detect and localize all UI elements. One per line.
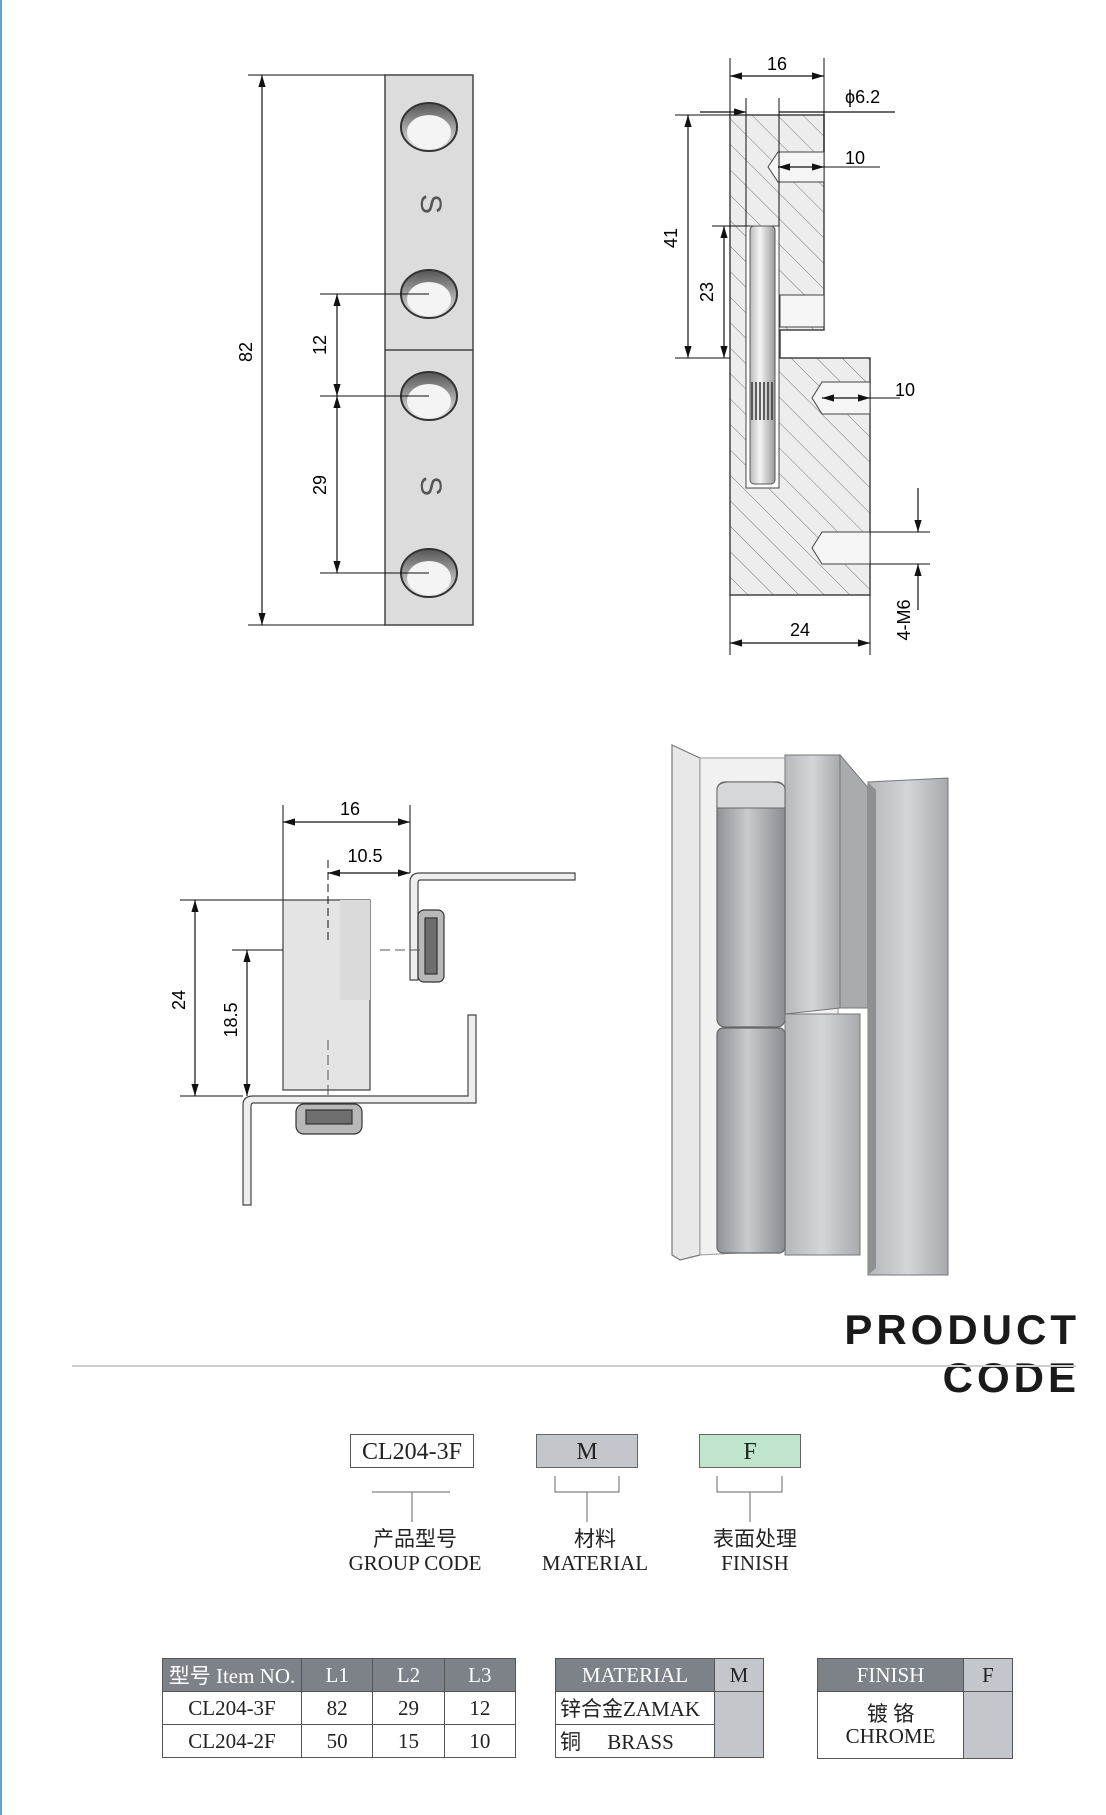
dim-label-10-upper: 10 [845, 148, 865, 168]
dim-label-24-top: 24 [169, 990, 189, 1010]
dim-label-29: 29 [310, 475, 330, 495]
material-code: M [714, 1658, 764, 1692]
dim-label-thread: 4-M6 [894, 599, 914, 640]
dim-label-12: 12 [310, 335, 330, 355]
table-row: 铜 BRASS [555, 1724, 764, 1758]
dim-label-41: 41 [661, 228, 681, 248]
material-table: MATERIAL M 锌合金ZAMAK 铜 BRASS [555, 1658, 764, 1758]
col-header-l3: L3 [443, 1658, 517, 1692]
dim-label-10-5: 10.5 [347, 846, 382, 866]
section-view: 16 ϕ6.2 10 10 41 23 24 4-M6 [661, 54, 930, 655]
nut-bottom [295, 1103, 363, 1135]
logo-mark: S [414, 476, 447, 496]
code-box-finish: F [699, 1434, 801, 1468]
dim-label-18-5: 18.5 [221, 1002, 241, 1037]
front-view: S S 82 12 29 [236, 74, 474, 626]
col-header-l1: L1 [300, 1658, 374, 1692]
top-view: 16 10.5 24 18.5 [169, 799, 576, 1206]
dim-label-16: 16 [767, 54, 787, 74]
left-accent-bar [0, 0, 2, 1815]
table-row: 锌合金ZAMAK [555, 1691, 764, 1758]
hinge-render [671, 744, 949, 1276]
finish-header: FINISH [817, 1658, 964, 1692]
finish-code: F [963, 1658, 1013, 1692]
code-box-material: M [536, 1434, 638, 1468]
dim-label-24: 24 [790, 620, 810, 640]
material-header: MATERIAL [555, 1658, 715, 1692]
dim-label-16-top: 16 [340, 799, 360, 819]
code-connectors [372, 1476, 783, 1522]
nut-side [417, 909, 445, 983]
section-title: PRODUCT CODE [844, 1306, 1080, 1401]
col-header-item: 型号 Item NO. [162, 1658, 302, 1692]
code-box-group: CL204-3F [350, 1434, 474, 1468]
dim-label-23: 23 [697, 282, 717, 302]
technical-drawings: S S 82 12 29 16 [169, 54, 949, 1276]
logo-mark: S [414, 194, 447, 214]
col-header-l2: L2 [372, 1658, 445, 1692]
divider [72, 1365, 1076, 1367]
dim-label-pin-diameter: ϕ6.2 [845, 87, 880, 107]
dim-label-82: 82 [236, 342, 256, 362]
dim-label-10-lower: 10 [895, 380, 915, 400]
